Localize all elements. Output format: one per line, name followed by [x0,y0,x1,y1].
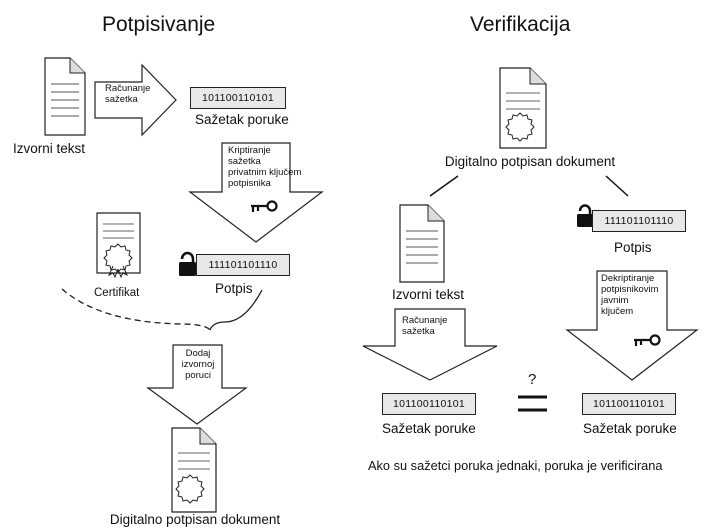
hash-step-label: Računanje sažetka [402,315,458,338]
source-document-icon [44,57,86,136]
attach-step-label: Dodaj izvornoj poruci [174,348,222,382]
source-text-label: Izvorni tekst [392,287,465,302]
hash-label-decrypted: Sažetak poruke [583,421,677,436]
merge-brace-right [209,289,263,331]
verification-conclusion: Ako su sažetci poruka jednaki, poruka je… [368,458,663,473]
hash-step-line: Računanje [402,315,448,326]
decrypt-step-line: potpisnikovim [601,283,659,295]
signature-label: Potpis [614,240,652,255]
source-text-label: Izvorni tekst [13,141,86,156]
split-line-left [429,175,459,197]
source-document-icon [399,204,445,283]
encrypt-arrow-icon [188,142,324,243]
private-key-icon [251,200,278,212]
signed-document-label: Digitalno potpisan dokument [109,512,281,527]
encrypt-step-line: Kriptiranje [228,145,271,156]
decrypt-step-line: ključem [601,305,634,317]
hash-step-line: sažetka [105,93,138,105]
attach-step-line: poruci [185,369,211,381]
hash-label-computed: Sažetak poruke [382,421,476,436]
equals-icon [518,395,547,412]
hash-box-computed: 101100110101 [382,393,476,415]
encrypt-step-label: Kriptiranje sažetka privatnim ključem po… [228,145,302,190]
public-key-icon [634,334,661,346]
verification-title: Verifikacija [470,13,571,36]
signature-box: 111101101110 [592,210,686,232]
signing-title: Potpisivanje [102,13,216,36]
split-line-right [605,175,629,197]
hash-arrow-icon [362,308,498,381]
message-hash-box: 101100110101 [190,87,286,109]
hash-box-decrypted: 101100110101 [582,393,676,415]
certificate-icon [96,212,141,279]
hash-step-label: Računanje sažetka [105,83,153,106]
decrypt-step-line: Dekriptiranje [601,273,655,284]
signed-document-icon [499,67,547,149]
hash-arrow-icon [94,63,177,137]
attach-step-line: izvornoj [181,358,215,370]
signature-label: Potpis [215,281,253,296]
signed-document-label: Digitalno potpisan dokument [444,154,616,169]
lock-icon [577,204,593,227]
encrypt-step-line: sažetka [228,155,261,167]
compare-question-mark: ? [528,371,537,388]
attach-step-line: Dodaj [185,348,211,359]
hash-step-line: Računanje [105,83,151,94]
encrypt-step-line: potpisnika [228,177,271,189]
lock-icon [179,251,196,276]
decrypt-step-label: Dekriptiranje potpisnikovim javnim ključ… [601,273,665,318]
hash-step-line: sažetka [402,325,435,337]
certificate-label: Certifikat [94,287,140,299]
decrypt-arrow-icon [565,270,699,381]
signature-box: 111101101110 [196,254,290,276]
encrypt-step-line: privatnim ključem [228,166,302,178]
attach-arrow-icon [146,344,248,425]
signed-document-icon [171,427,217,513]
message-hash-label: Sažetak poruke [195,112,289,127]
merge-brace [61,288,211,331]
decrypt-step-line: javnim [601,294,629,306]
